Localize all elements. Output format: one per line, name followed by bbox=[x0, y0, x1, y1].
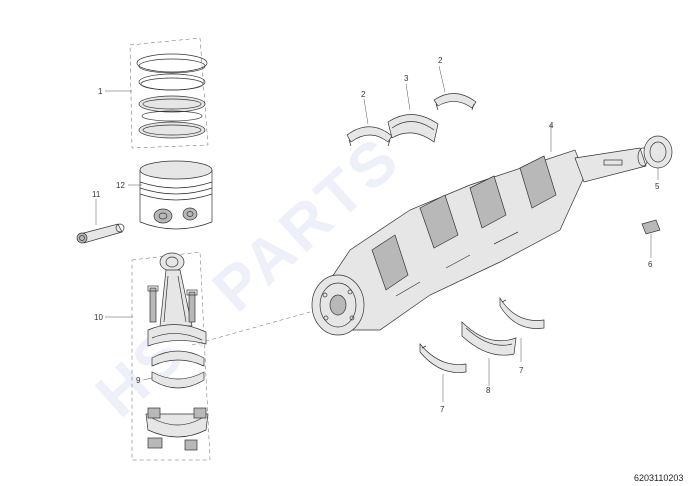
connecting-rod-cap[interactable] bbox=[145, 407, 209, 451]
rear-oil-seal[interactable] bbox=[643, 135, 673, 169]
callout-6[interactable]: 6 bbox=[648, 260, 653, 269]
connecting-rod-bearing[interactable] bbox=[151, 350, 205, 389]
piston[interactable] bbox=[139, 160, 213, 230]
callout-1[interactable]: 1 bbox=[98, 87, 103, 96]
crankshaft[interactable] bbox=[311, 147, 649, 336]
callout-2-right[interactable]: 2 bbox=[438, 56, 443, 65]
main-bearing-lower-left[interactable] bbox=[419, 343, 467, 373]
callout-11[interactable]: 11 bbox=[92, 190, 101, 199]
drawing-number: 6203110203 bbox=[634, 473, 683, 483]
woodruff-key[interactable] bbox=[641, 219, 661, 235]
callout-7-left[interactable]: 7 bbox=[440, 405, 445, 414]
thrust-bearing-lower[interactable] bbox=[461, 321, 517, 356]
callout-8[interactable]: 8 bbox=[486, 386, 491, 395]
callout-2-left[interactable]: 2 bbox=[361, 90, 366, 99]
callout-9[interactable]: 9 bbox=[136, 376, 141, 385]
callout-4[interactable]: 4 bbox=[549, 121, 554, 130]
callout-3[interactable]: 3 bbox=[404, 74, 409, 83]
callout-7-right[interactable]: 7 bbox=[519, 366, 524, 375]
piston-pin[interactable] bbox=[76, 223, 125, 244]
connecting-rod[interactable] bbox=[147, 252, 207, 347]
callout-5[interactable]: 5 bbox=[655, 182, 660, 191]
main-bearing-upper-right[interactable] bbox=[433, 93, 477, 111]
main-bearing-upper-left[interactable] bbox=[346, 126, 393, 147]
thrust-bearing-upper[interactable] bbox=[387, 114, 439, 143]
piston-rings[interactable] bbox=[129, 37, 209, 149]
callout-12[interactable]: 12 bbox=[116, 181, 125, 190]
main-bearing-lower-right[interactable] bbox=[499, 296, 545, 329]
callout-10[interactable]: 10 bbox=[94, 313, 103, 322]
